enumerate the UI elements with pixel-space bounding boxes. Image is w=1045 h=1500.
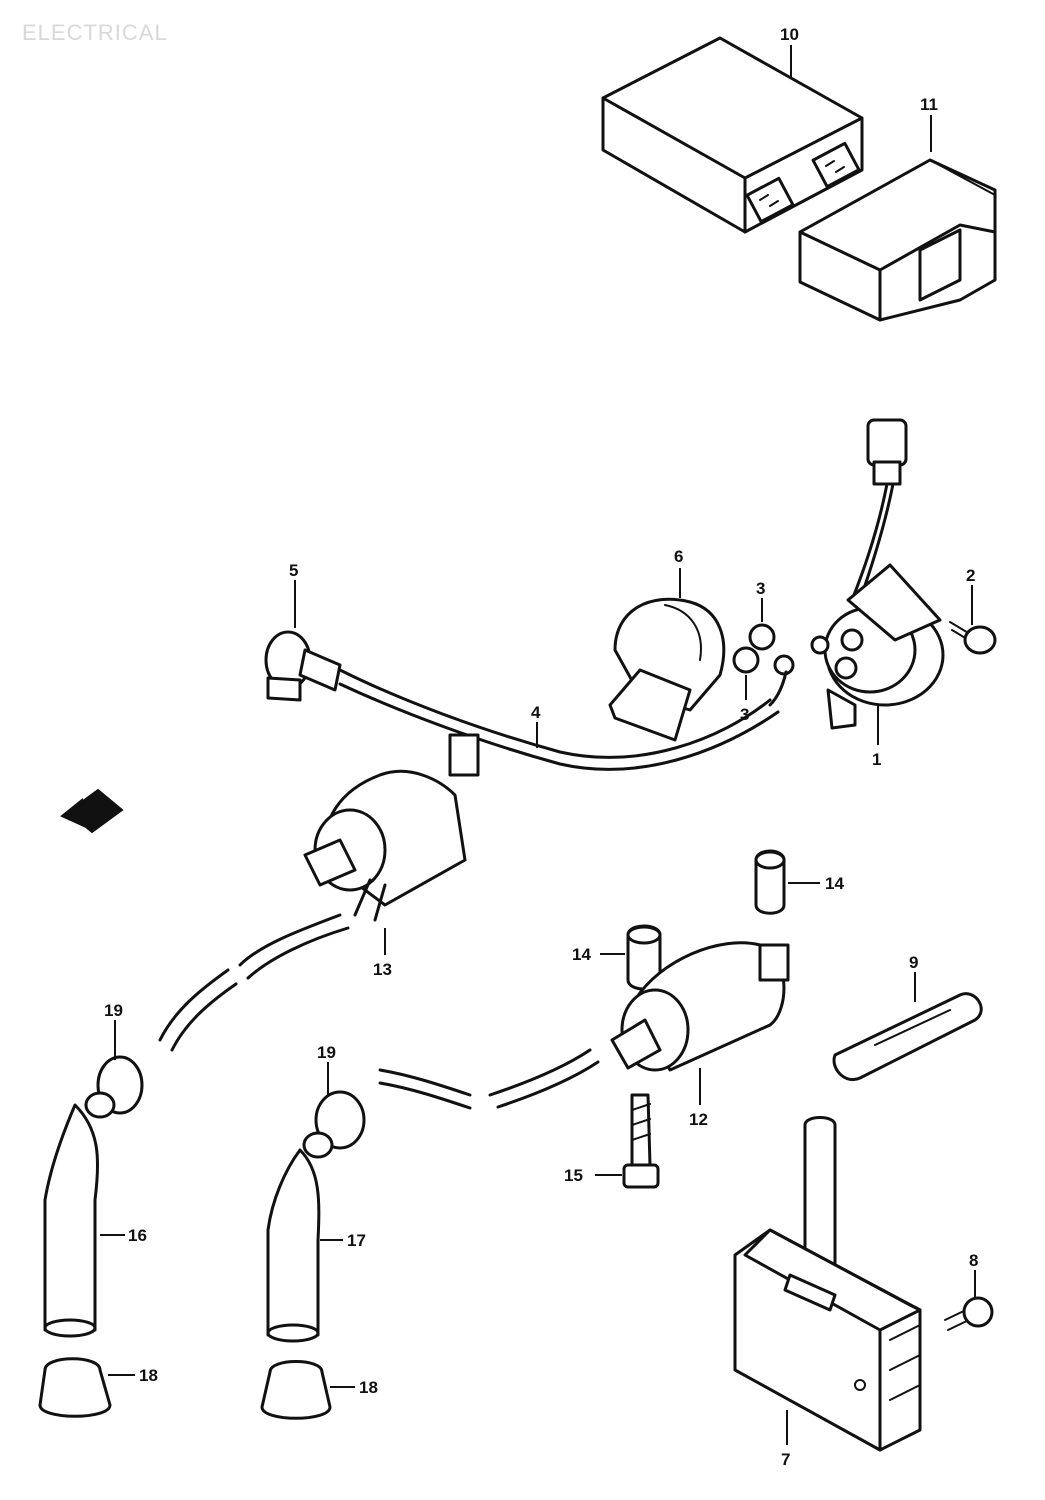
part-13-ignition-coil (158, 733, 480, 1052)
part-2-screw (949, 621, 997, 655)
direction-arrow-icon (60, 788, 124, 834)
callout-6: 6 (674, 547, 683, 566)
part-17-plug-cap-right (260, 1090, 366, 1420)
callout-8: 8 (969, 1251, 978, 1270)
part-15-bolt (622, 1093, 660, 1189)
section-title: ELECTRICAL (22, 20, 168, 45)
callout-18a: 18 (139, 1366, 158, 1385)
callout-18b: 18 (359, 1378, 378, 1397)
part-9-bracket (832, 992, 983, 1082)
callouts: 10 11 5 6 3 3 2 4 1 14 14 13 9 19 19 12 … (104, 25, 978, 1469)
part-12-ignition-coil (378, 941, 790, 1110)
callout-14b: 14 (572, 945, 591, 964)
callout-2: 2 (966, 566, 975, 585)
callout-17: 17 (347, 1231, 366, 1250)
callout-19b: 19 (317, 1043, 336, 1062)
callout-14a: 14 (825, 874, 844, 893)
callout-10: 10 (780, 25, 799, 44)
part-11-cover (798, 158, 997, 322)
callout-12: 12 (689, 1110, 708, 1129)
part-3-nuts (732, 623, 795, 707)
part-8-screw (944, 1296, 994, 1331)
callout-15: 15 (564, 1166, 583, 1185)
callout-19a: 19 (104, 1001, 123, 1020)
callout-4: 4 (531, 703, 541, 722)
part-10-cdi-unit (601, 36, 864, 234)
callout-11: 11 (920, 95, 938, 114)
part-1-starter-relay (810, 418, 945, 730)
part-16-plug-cap-left (38, 1055, 144, 1418)
part-6-boot (608, 597, 726, 742)
callout-9: 9 (909, 953, 918, 972)
part-7-regulator (733, 1116, 922, 1452)
part-5-terminal-and-4-cable (264, 630, 780, 771)
callout-16: 16 (128, 1226, 147, 1245)
callout-3a: 3 (756, 579, 765, 598)
part-14-caps (626, 849, 786, 991)
callout-1: 1 (872, 750, 881, 769)
callout-5: 5 (289, 561, 298, 580)
callout-7: 7 (781, 1450, 790, 1469)
callout-3b: 3 (740, 705, 749, 724)
leader-lines (100, 45, 976, 1445)
callout-13: 13 (373, 960, 392, 979)
